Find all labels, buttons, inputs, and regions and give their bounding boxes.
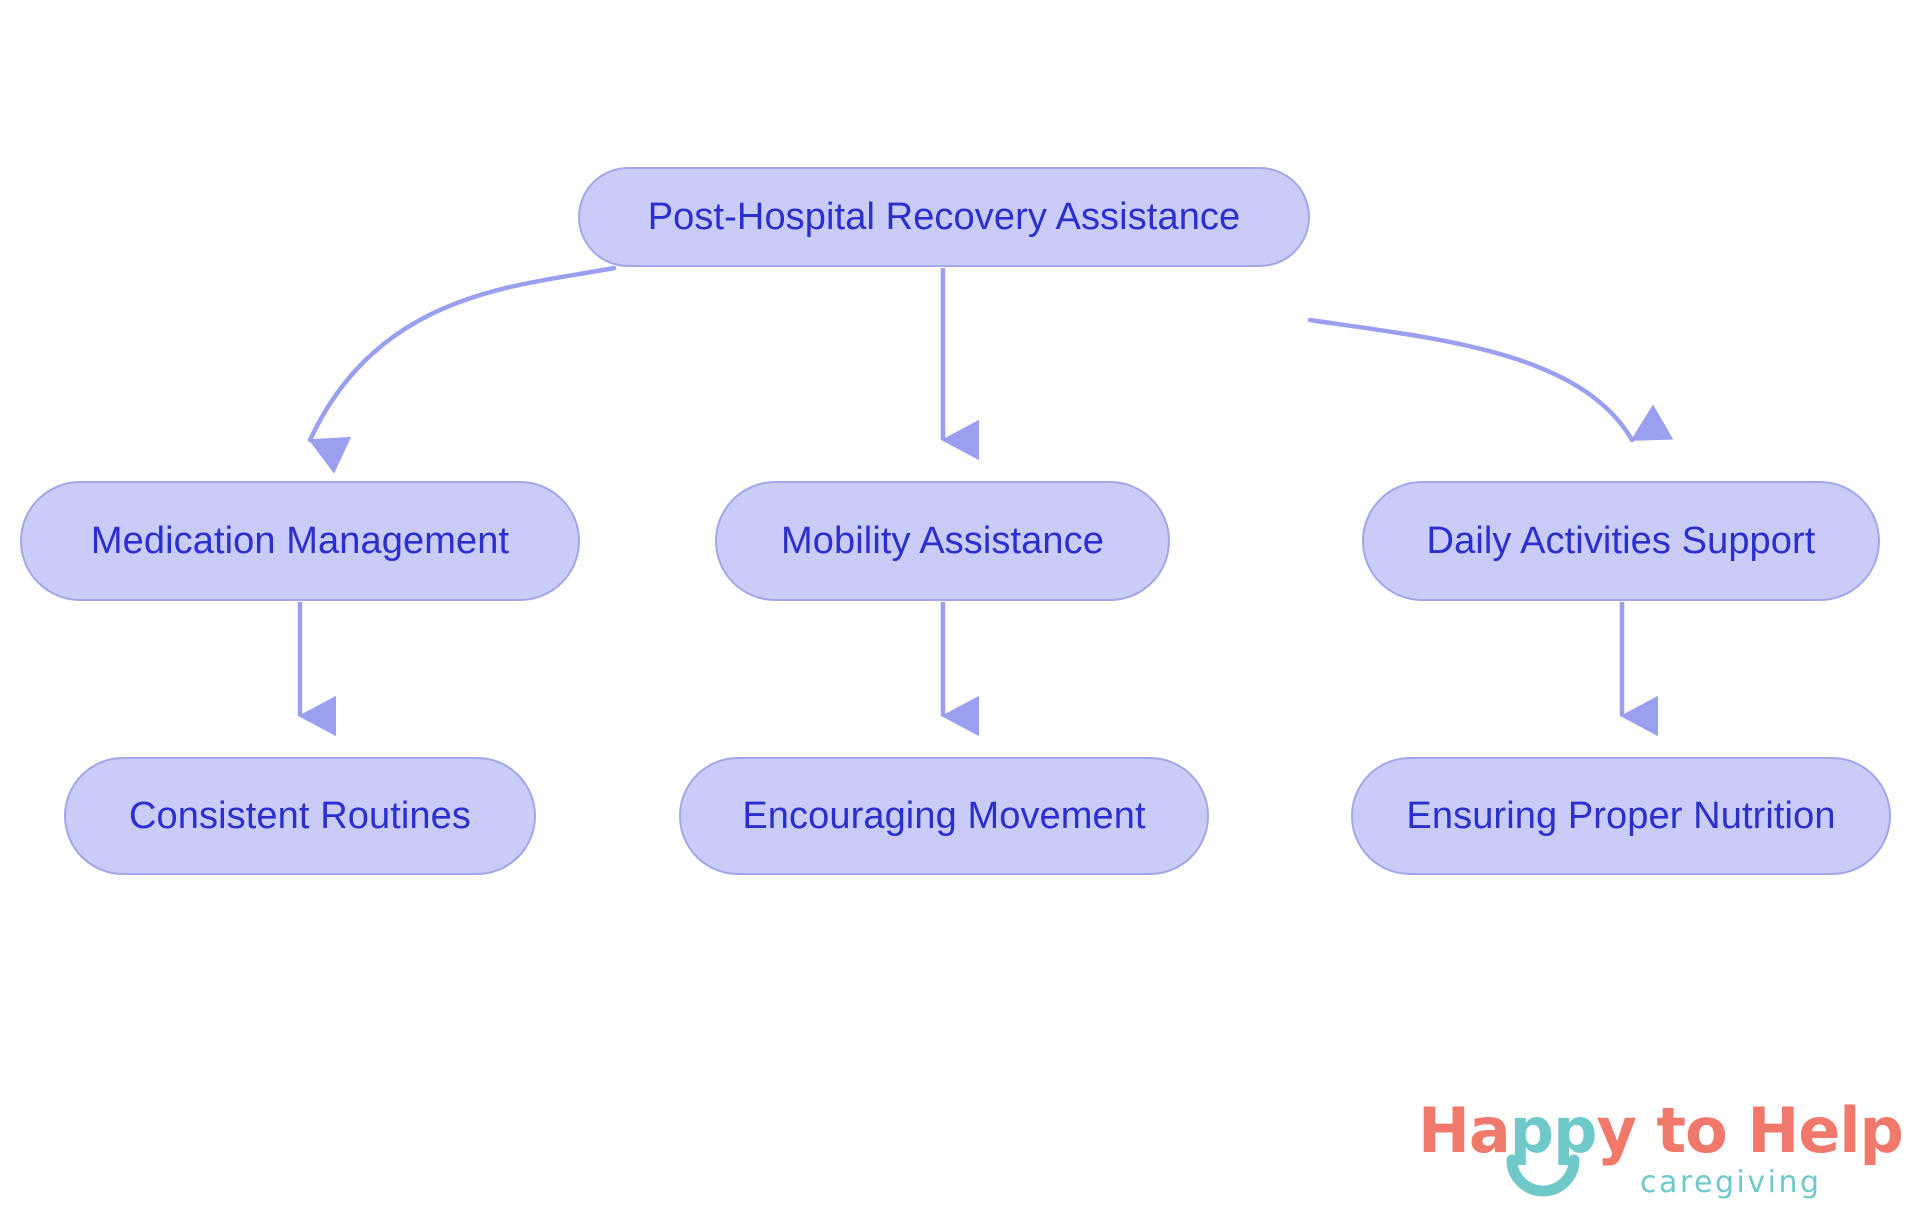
node-label: Post-Hospital Recovery Assistance	[647, 196, 1241, 238]
node-encouraging-movement[interactable]: Encouraging Movement	[679, 757, 1209, 875]
node-label: Ensuring Proper Nutrition	[1406, 795, 1836, 837]
node-label: Encouraging Movement	[742, 795, 1146, 837]
logo-tagline: caregiving	[1640, 1165, 1822, 1200]
happy-to-help-logo: Happy to Help caregiving	[1418, 1100, 1904, 1210]
node-ensuring-proper-nutrition[interactable]: Ensuring Proper Nutrition	[1351, 757, 1891, 875]
node-label: Mobility Assistance	[781, 520, 1104, 562]
node-label: Medication Management	[90, 520, 510, 562]
smile-icon	[1506, 1154, 1580, 1197]
logo-word-ha: Ha	[1418, 1094, 1511, 1167]
node-label: Consistent Routines	[129, 795, 471, 837]
node-medication-management[interactable]: Medication Management	[20, 481, 580, 601]
logo-wordmark: Happy to Help	[1418, 1100, 1904, 1162]
logo-word-y-to-help: y to Help	[1596, 1094, 1904, 1167]
node-label: Daily Activities Support	[1426, 520, 1816, 562]
node-post-hospital-recovery-assistance[interactable]: Post-Hospital Recovery Assistance	[578, 167, 1310, 267]
edge-root-to-medication	[307, 265, 617, 474]
logo-word-pp: pp	[1509, 1094, 1598, 1167]
node-mobility-assistance[interactable]: Mobility Assistance	[715, 481, 1170, 601]
node-consistent-routines[interactable]: Consistent Routines	[64, 757, 536, 875]
edge-root-to-daily	[1307, 317, 1674, 443]
node-daily-activities-support[interactable]: Daily Activities Support	[1362, 481, 1880, 601]
